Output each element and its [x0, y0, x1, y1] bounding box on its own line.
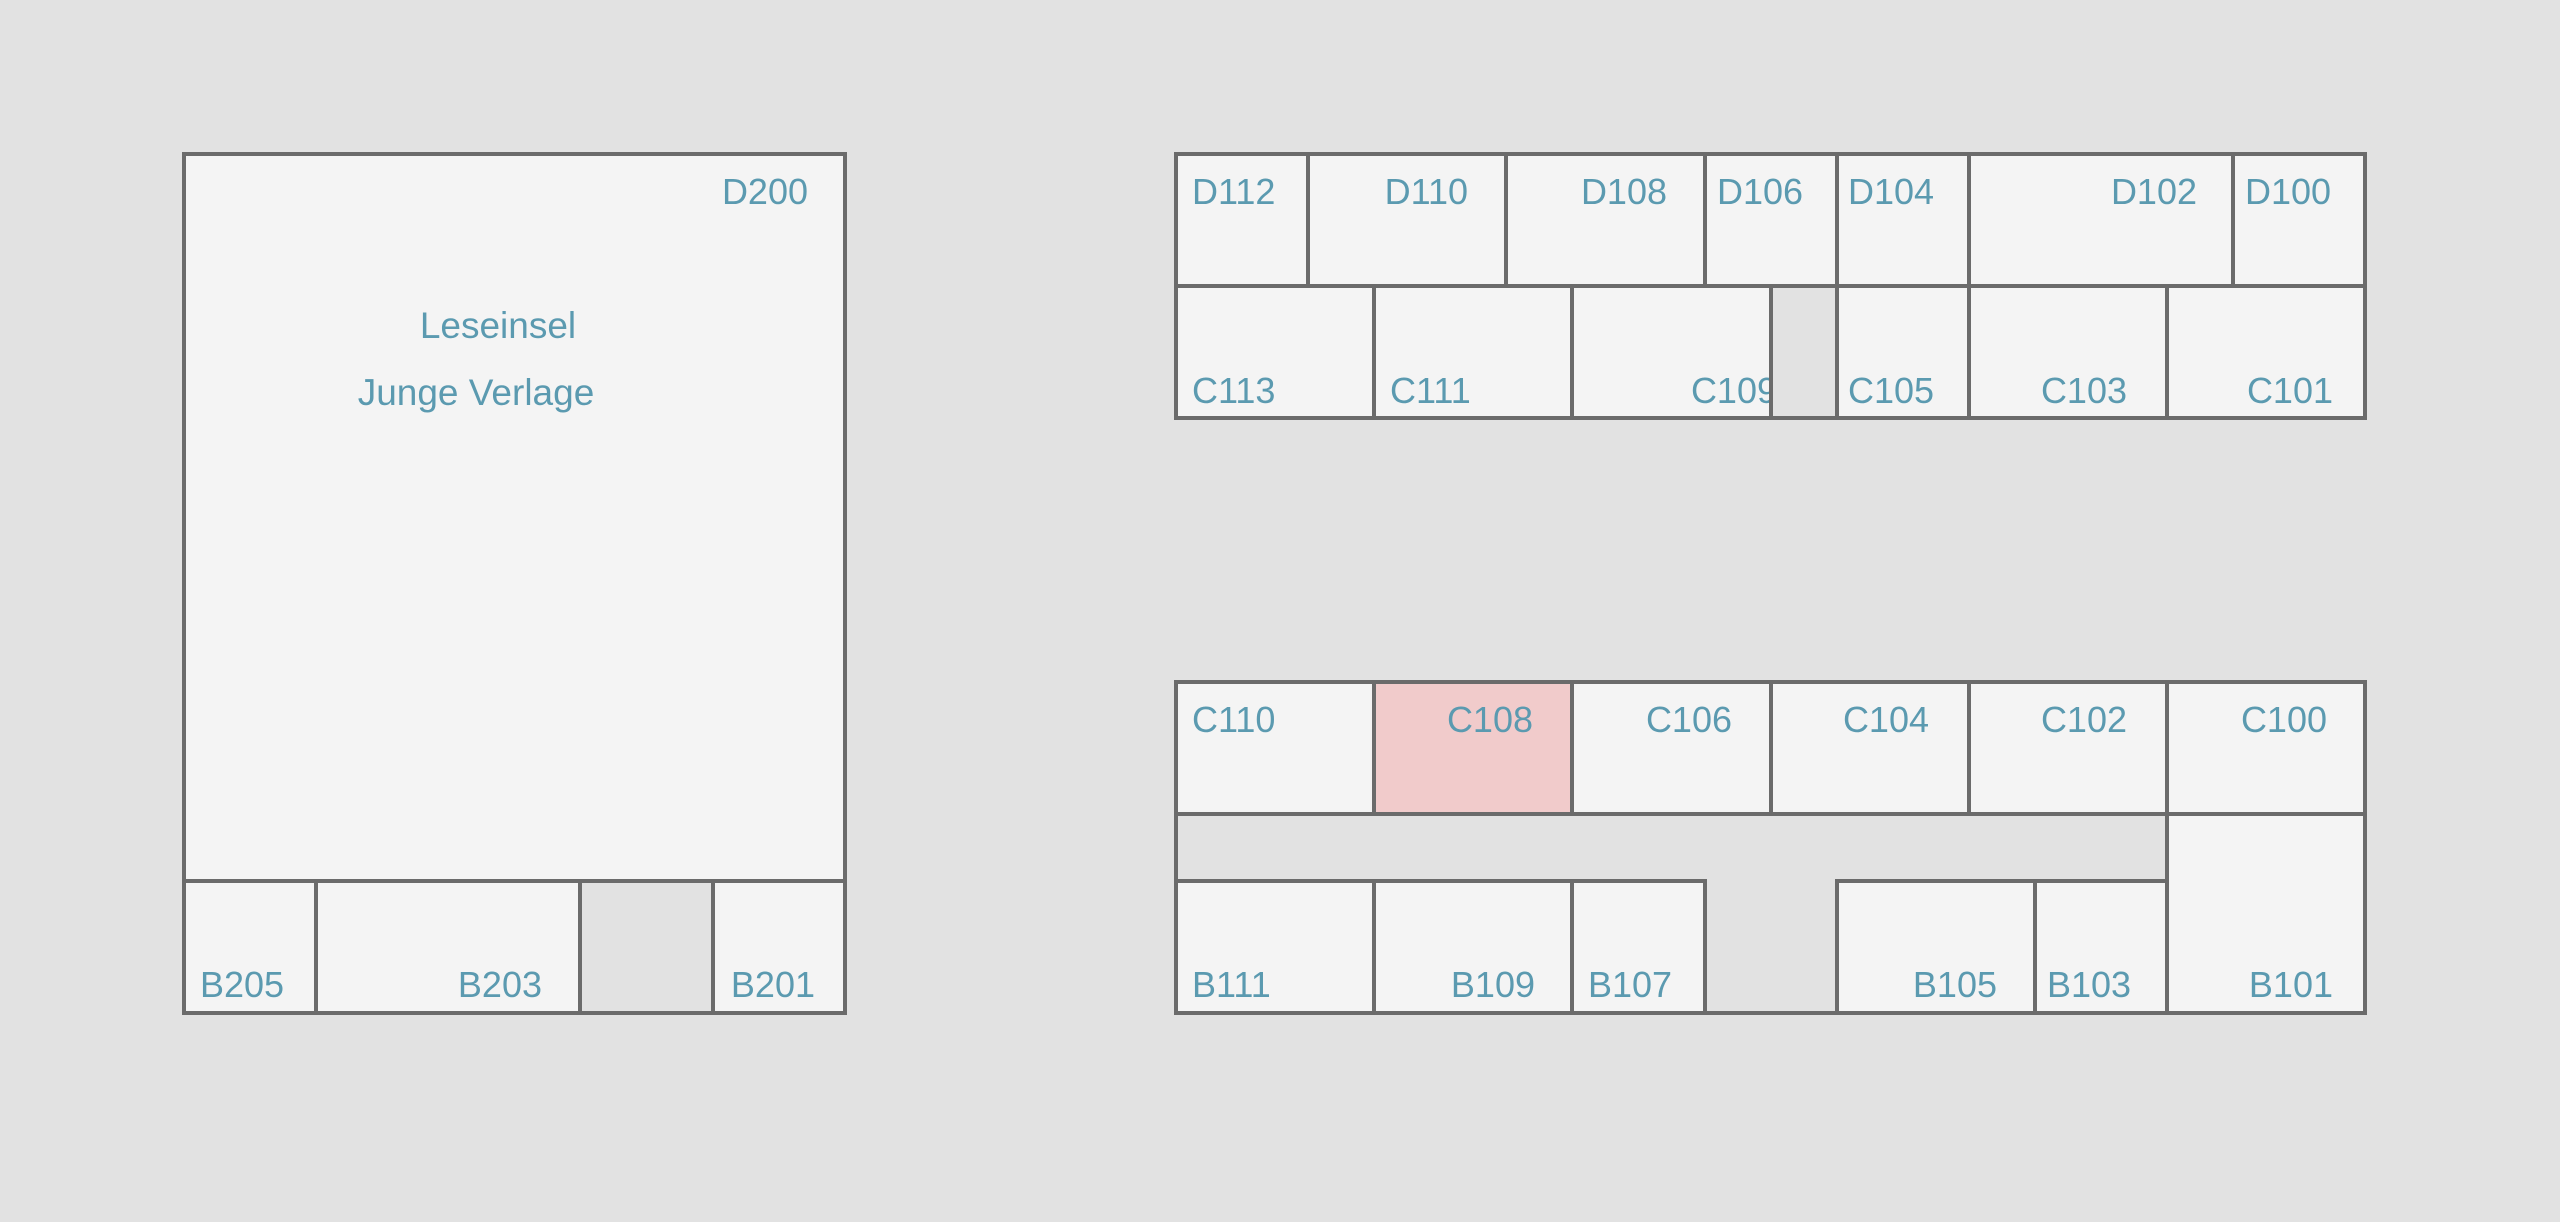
top-block: D112 D110 D108 D106 D104 D102 D100 C113 … — [1174, 152, 2367, 420]
booth-c108-highlighted[interactable] — [1372, 680, 1574, 816]
booth-b205-label: B205 — [200, 964, 284, 1005]
booth-c105-label: C105 — [1848, 370, 1934, 411]
booth-b111[interactable] — [1174, 879, 1376, 1015]
booth-b105[interactable] — [1835, 879, 2037, 1015]
reading-island-title: Leseinsel — [420, 305, 576, 346]
booth-d104[interactable] — [1835, 152, 1971, 288]
booth-c101-label: C101 — [2247, 370, 2333, 411]
booth-b109[interactable] — [1372, 879, 1574, 1015]
booth-b203[interactable] — [314, 879, 582, 1015]
booth-c113-label: C113 — [1192, 370, 1275, 411]
booth-d106-label: D106 — [1717, 171, 1803, 212]
reading-island-subtitle: Junge Verlage — [358, 372, 595, 413]
booth-d112-label: D112 — [1192, 171, 1275, 212]
booth-c106-label: C106 — [1646, 699, 1732, 740]
booth-c108-label: C108 — [1447, 699, 1533, 740]
left-area: D200 Leseinsel Junge Verlage B205 B203 B… — [182, 152, 847, 1015]
booth-c110[interactable] — [1174, 680, 1376, 816]
booth-c109-label: C109 — [1691, 370, 1777, 411]
booth-b201[interactable] — [711, 879, 847, 1015]
booth-b107[interactable] — [1570, 879, 1707, 1015]
booth-b111-label: B111 — [1192, 964, 1271, 1005]
booth-c100[interactable] — [2165, 680, 2367, 816]
aisle-top — [1769, 284, 1839, 420]
booth-b107-label: B107 — [1588, 964, 1672, 1005]
bottom-block: C110 C108 C106 C104 C102 C100 B101 B111 … — [1174, 680, 2367, 1015]
booth-b101[interactable] — [2165, 812, 2367, 1015]
booth-c101[interactable] — [2165, 284, 2367, 420]
booth-c110-label: C110 — [1192, 699, 1275, 740]
booth-c111[interactable] — [1372, 284, 1574, 420]
booth-d108-label: D108 — [1581, 171, 1667, 212]
booth-c104[interactable] — [1769, 680, 1971, 816]
aisle-left — [578, 879, 715, 1015]
booth-d102-label: D102 — [2111, 171, 2197, 212]
booth-c103-label: C103 — [2041, 370, 2127, 411]
booth-b203-label: B203 — [458, 964, 542, 1005]
booth-d110-label: D110 — [1385, 171, 1468, 212]
booth-b105-label: B105 — [1913, 964, 1997, 1005]
booth-d108[interactable] — [1504, 152, 1707, 288]
booth-c105[interactable] — [1835, 284, 1971, 420]
booth-d100-label: D100 — [2245, 171, 2331, 212]
booth-b109-label: B109 — [1451, 964, 1535, 1005]
booth-b103-label: B103 — [2047, 964, 2131, 1005]
booth-c100-label: C100 — [2241, 699, 2327, 740]
booth-d104-label: D104 — [1848, 171, 1934, 212]
booth-b103[interactable] — [2033, 879, 2169, 1015]
booth-c102[interactable] — [1967, 680, 2169, 816]
booth-d200[interactable] — [182, 152, 847, 883]
booth-c102-label: C102 — [2041, 699, 2127, 740]
booth-d200-label: D200 — [722, 171, 808, 212]
booth-c106[interactable] — [1570, 680, 1773, 816]
booth-d100[interactable] — [2231, 152, 2367, 288]
booth-c109[interactable] — [1570, 284, 1773, 420]
booth-b205[interactable] — [182, 879, 318, 1015]
booth-c111-label: C111 — [1390, 370, 1471, 411]
booth-b201-label: B201 — [731, 964, 815, 1005]
booth-c104-label: C104 — [1843, 699, 1929, 740]
booth-b101-label: B101 — [2249, 964, 2333, 1005]
